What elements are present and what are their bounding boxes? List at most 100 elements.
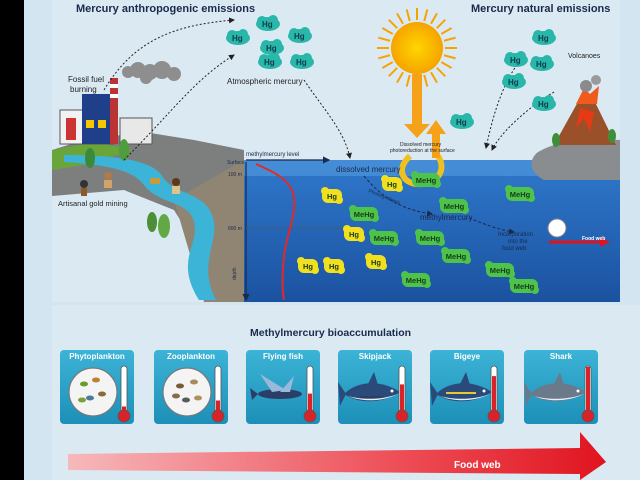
miners [80,172,180,196]
sun-ray [381,27,394,35]
hg-label: Hg [296,58,307,67]
volcano-trees [552,129,616,147]
emission-arrows [103,17,555,161]
mehg-blob-label: MeHg [514,282,535,291]
mehg-blob: MeHg [349,205,379,222]
sun-ray [430,12,438,25]
mehg-blob: MeHg [401,271,431,288]
plankton-icon [547,218,567,238]
label-atmospheric: Atmospheric mercury [227,77,303,86]
ocean-arrows [363,175,515,235]
label-dissolved-photo: Dissolved mercury [400,142,442,148]
hg-cloud: Hg [290,53,314,69]
organism-card: Flying fish [246,350,320,424]
thermometer [487,365,501,423]
sun-ray [405,74,411,87]
hg-cloud: Hg [530,55,554,71]
water-mercury-group: HgHgHgHgHgHgMeHgMeHgMeHgMeHgMeHgMeHgMeHg… [297,171,539,294]
thermometer-fill [400,384,404,412]
organism-card: Zooplankton [154,350,228,424]
mehg-blob-label: MeHg [354,210,375,219]
bigeye-icon [430,372,492,406]
thermometer [117,365,131,423]
hg-blob: Hg [297,257,319,274]
mehg-blob: MeHg [441,247,471,264]
hg-cloud: Hg [502,73,526,89]
label-incorporation-3: food web [502,246,527,252]
skipjack-icon [338,372,400,406]
mehg-blob-label: MeHg [446,252,467,261]
hg-cloud: Hg [226,29,250,45]
organism-label: Bigeye [454,352,481,361]
hg-blob: Hg [365,253,387,270]
volcano [554,75,616,145]
mehg-blob-label: MeHg [406,276,427,285]
mehg-blob: MeHg [369,229,399,246]
hg-label: Hg [266,44,277,53]
hg-label: Hg [294,32,305,41]
hg-blob: Hg [321,187,343,204]
organism-card: Shark [524,350,598,424]
hg-blob: Hg [343,225,365,242]
label-dissolved-mercury: dissolved mercury [336,165,400,174]
thermometer [303,365,317,423]
sun-ray-arrow [404,74,430,138]
sun-ray [436,19,446,29]
thermometer [581,365,595,423]
hg-label: Hg [538,100,549,109]
label-volcanoes: Volcanoes [568,53,601,60]
label-fossil-fuel: Fossil fuel [68,75,104,84]
mehg-blob: MeHg [485,261,515,278]
sun-ray [436,67,446,77]
hg-blob: Hg [323,257,345,274]
hg-cloud: Hg [532,29,556,45]
mehg-blob-label: MeHg [510,190,531,199]
mehg-blob-label: MeHg [416,176,437,185]
hg-blob-label: Hg [327,192,337,201]
organism-card: Bigeye [430,350,504,424]
hg-label: Hg [508,78,519,87]
sun-ray [396,71,404,84]
sun [377,8,457,88]
hg-blob: Hg [381,175,403,192]
mehg-blob: MeHg [411,171,441,188]
mehg-blob-label: MeHg [444,202,465,211]
sun-ray [423,74,429,87]
heading-bioaccumulation: Methylmercury bioaccumulation [250,327,411,339]
hg-label: Hg [456,118,467,127]
sun-ray [388,19,398,29]
mehg-blob: MeHg [509,277,539,294]
hg-cloud: Hg [256,15,280,31]
label-depth-axis: depth [232,267,238,280]
thermometer-fill [586,366,590,412]
hg-blob-label: Hg [349,230,359,239]
thermometer-fill [122,406,126,412]
methylmercury-profile [255,163,296,301]
hg-cloud: Hg [532,95,556,111]
hg-cloud: Hg [504,51,528,67]
sun-ray [378,36,391,42]
left-land [52,132,244,302]
heading-anthropogenic: Mercury anthropogenic emissions [76,3,255,15]
hg-cloud: Hg [258,53,282,69]
zooplankton-icon [162,367,212,417]
organism-card: Skipjack [338,350,412,424]
mehg-blob-label: MeHg [490,266,511,275]
food-web-label: Food web [454,460,501,471]
label-incorporation: Incorporation [498,232,533,238]
organism-label: Flying fish [263,352,303,361]
hg-label: Hg [538,34,549,43]
sun-ray [440,27,453,35]
label-food-web-small: Food web [582,236,605,242]
smoke [122,61,181,84]
ocean-surface-band [244,160,620,176]
organism-label: Zooplankton [167,352,215,361]
label-depth-100: 100 m [228,172,242,178]
thermometer-fill [216,400,220,412]
mehg-blob: MeHg [505,185,535,202]
sun-ray [430,71,438,84]
food-web-arrow [68,432,606,480]
food-web-small-arrowhead [600,237,610,247]
hg-blob-label: Hg [371,258,381,267]
organism-card: Phytoplankton [60,350,134,424]
